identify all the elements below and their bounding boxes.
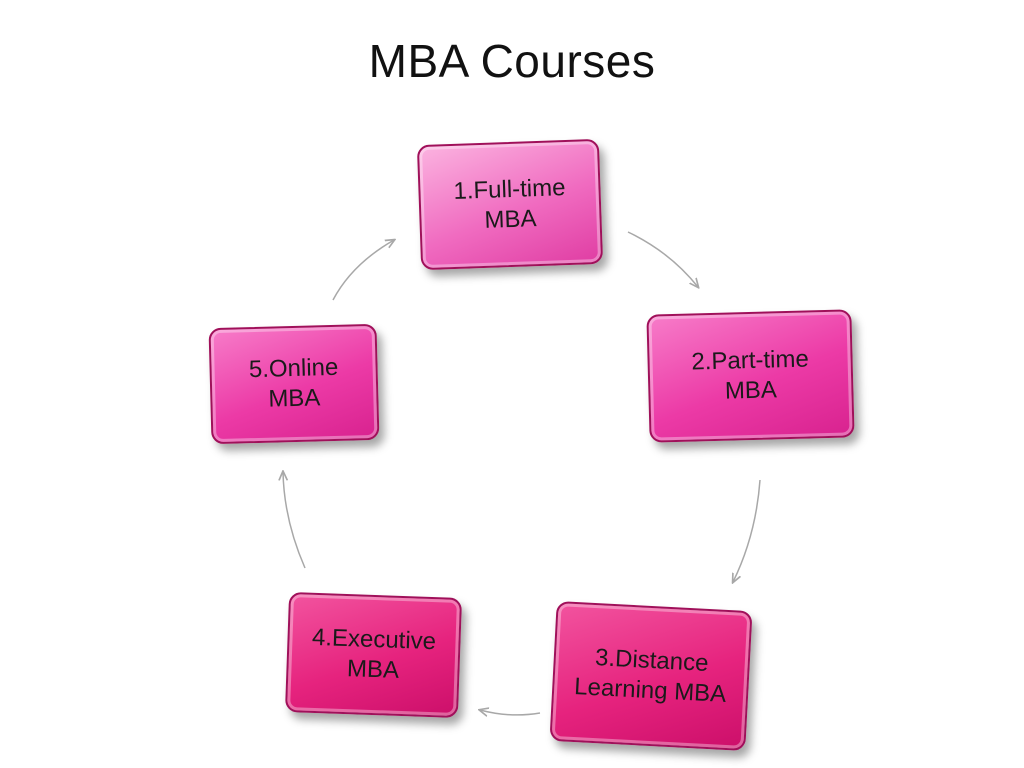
node-label: 3.Distance Learning MBA — [573, 644, 727, 708]
slide-title: MBA Courses — [368, 35, 656, 87]
arrow-1-to-2 — [627, 231, 698, 287]
arrow-5-to-1 — [332, 240, 394, 301]
arrow-3-to-4 — [480, 710, 541, 715]
node-label: 5.Online MBA — [248, 353, 339, 413]
node-distance-learning-mba: 3.Distance Learning MBA — [549, 600, 753, 752]
node-part-time-mba: 2.Part-time MBA — [646, 309, 855, 443]
arrow-2-to-3 — [733, 479, 761, 582]
node-executive-mba: 4.Executive MBA — [284, 592, 463, 718]
node-label: 2.Part-time MBA — [691, 345, 810, 405]
node-full-time-mba: 1.Full-time MBA — [416, 138, 604, 271]
node-label: 4.Executive MBA — [311, 623, 437, 684]
node-label: 1.Full-time MBA — [453, 173, 566, 234]
node-online-mba: 5.Online MBA — [208, 323, 380, 445]
arrow-4-to-5 — [283, 472, 306, 569]
